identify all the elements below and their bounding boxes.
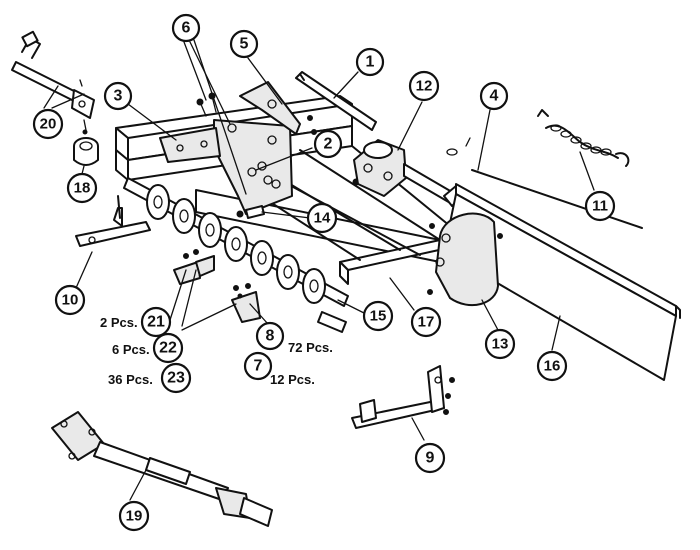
part-5-mast-bracket — [239, 81, 317, 135]
callout-5: 5 — [229, 29, 259, 59]
svg-text:15: 15 — [370, 308, 387, 325]
qty-21-label: 2 Pcs. — [100, 315, 138, 330]
callout-13: 13 — [484, 328, 516, 360]
rotor-assembly — [123, 177, 349, 333]
tine-hardware — [173, 249, 261, 323]
svg-text:20: 20 — [40, 116, 57, 133]
svg-text:17: 17 — [418, 314, 435, 331]
callout-8: 8 — [255, 321, 285, 351]
qty-22-label: 6 Pcs. — [112, 342, 150, 357]
svg-text:23: 23 — [167, 370, 185, 387]
callout-6: 6 — [171, 13, 201, 43]
part-18-bushing — [73, 137, 99, 166]
part-9-skid-bracket — [351, 365, 455, 429]
part-12-gearbox — [353, 139, 463, 207]
callout-1: 1 — [355, 47, 385, 77]
part-4-rod — [446, 137, 643, 229]
callout-15: 15 — [362, 300, 394, 332]
part-14-bolt — [245, 205, 265, 219]
callout-17: 17 — [410, 306, 442, 338]
callout-10: 10 — [54, 284, 86, 316]
callout-9: 9 — [414, 442, 446, 474]
svg-text:2: 2 — [324, 136, 333, 153]
callout-21: 21 — [140, 306, 172, 338]
svg-text:13: 13 — [492, 336, 509, 353]
svg-text:9: 9 — [426, 450, 435, 467]
svg-text:12: 12 — [416, 78, 433, 95]
svg-text:11: 11 — [592, 198, 608, 215]
qty-8-label: 72 Pcs. — [288, 340, 333, 355]
leader-lines — [43, 39, 595, 501]
svg-text:21: 21 — [147, 314, 165, 331]
svg-text:3: 3 — [114, 88, 123, 105]
part-10-skid-bracket — [75, 195, 151, 247]
svg-text:5: 5 — [240, 36, 249, 53]
callout-4: 4 — [479, 81, 509, 111]
svg-text:10: 10 — [62, 292, 79, 309]
qty-23-label: 36 Pcs. — [108, 372, 153, 387]
callout-7: 7 — [243, 351, 273, 381]
svg-text:6: 6 — [182, 20, 191, 37]
part-1-brace — [295, 71, 377, 131]
part-11-chain — [537, 109, 630, 167]
tine-flanges — [146, 184, 326, 304]
callout-11: 11 — [584, 190, 616, 222]
callout-12: 12 — [408, 70, 440, 102]
svg-text:19: 19 — [126, 508, 143, 525]
part-20-hitch-pin — [11, 30, 95, 135]
svg-text:16: 16 — [544, 358, 561, 375]
callout-19: 19 — [118, 500, 150, 532]
svg-text:7: 7 — [254, 358, 263, 375]
callout-18: 18 — [66, 172, 98, 204]
svg-text:8: 8 — [266, 328, 275, 345]
callout-20: 20 — [32, 108, 64, 140]
svg-text:18: 18 — [74, 180, 91, 197]
callout-23: 23 — [160, 362, 192, 394]
callout-3: 3 — [103, 81, 133, 111]
qty-7-label: 12 Pcs. — [270, 372, 315, 387]
callout-22: 22 — [152, 332, 184, 364]
svg-text:4: 4 — [490, 88, 499, 105]
callout-2: 2 — [313, 129, 343, 159]
callout-14: 14 — [306, 202, 338, 234]
part-13-side-cover — [427, 212, 503, 307]
svg-text:14: 14 — [314, 210, 331, 227]
callout-16: 16 — [536, 350, 568, 382]
svg-text:22: 22 — [159, 340, 177, 357]
part-19-pto-shaft — [51, 411, 273, 527]
svg-text:1: 1 — [366, 54, 375, 71]
